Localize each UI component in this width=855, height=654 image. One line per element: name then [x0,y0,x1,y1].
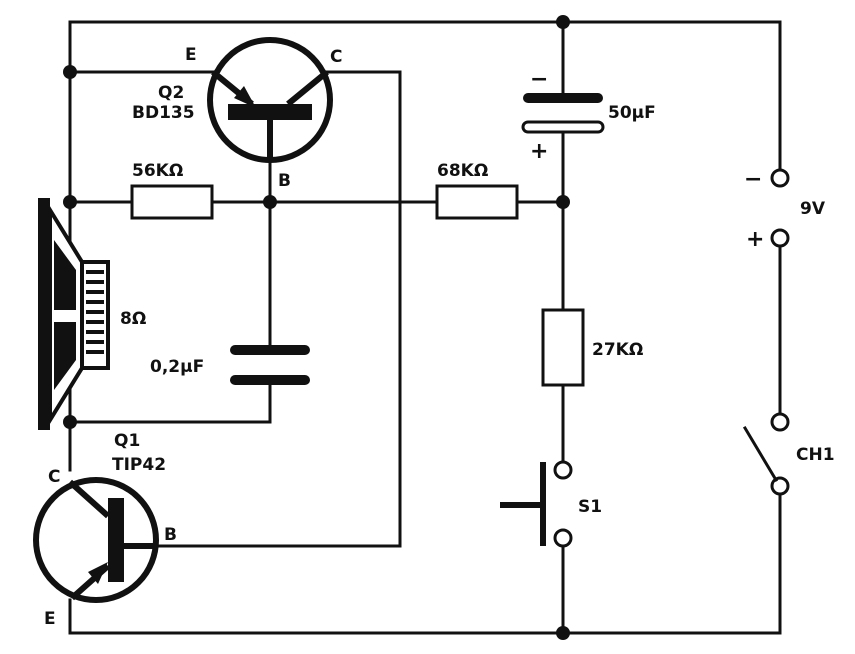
battery-voltage-label: 9V [800,199,826,219]
pushbutton-s1-terminal-top [553,460,573,480]
resistor-68k-label: 68KΩ [437,161,488,181]
transistor-q2-arrow [234,86,256,108]
q1-part-label: TIP42 [112,455,166,475]
resistor-56k-label: 56KΩ [132,161,183,181]
q1-collector-label: C [48,467,60,487]
switch-ch1-terminal-top [770,412,790,432]
junction-dot [63,65,77,79]
capacitor-50uf-plate-positive [521,120,605,134]
q1-base-label: B [164,525,177,545]
capacitor-50uf-plus-sign: + [530,139,548,164]
transistor-q2: E C B Q2 BD135 [132,37,342,191]
transistor-q1-base-bar [108,498,124,582]
transistor-q1: C E B Q1 TIP42 [33,431,177,629]
switch-ch1: CH1 [742,412,835,496]
transistor-q1-collector-lead [67,479,111,519]
wires [68,20,782,635]
switch-ch1-label: CH1 [796,445,835,465]
junction-dot [63,415,77,429]
transistor-q2-base-bar [228,104,312,120]
capacitor-0-2uf-plate-top [230,345,310,355]
resistor-68k-body [435,184,519,220]
capacitor-0-2uf: 0,2μF [150,345,310,385]
q2-base-label: B [278,171,291,191]
pushbutton-s1-label: S1 [578,497,602,517]
resistor-27k-label: 27KΩ [592,340,643,360]
q1-emitter-label: E [44,609,56,629]
junctions [63,15,570,640]
switch-ch1-terminal-bottom [770,476,790,496]
junction-dot [263,195,277,209]
q2-part-label: BD135 [132,103,195,123]
resistor-56k-body [130,184,214,220]
q2-name-label: Q2 [158,83,184,103]
capacitor-50uf-label: 50μF [608,103,656,123]
q2-emitter-label: E [185,45,197,65]
junction-dot [556,15,570,29]
battery-plus-terminal [770,228,790,248]
speaker-cone-shade-upper [54,240,76,310]
speaker-front-plate [38,198,50,430]
speaker: 8Ω [38,198,146,430]
capacitor-0-2uf-plate-bottom [230,375,310,385]
junction-dot [556,195,570,209]
switch-ch1-lever [742,425,779,483]
junction-dot [63,195,77,209]
pushbutton-s1: S1 [500,460,602,548]
resistor-27k: 27KΩ [541,308,643,387]
speaker-magnet-ribs [86,270,104,354]
battery-minus-sign: − [744,167,762,192]
capacitor-50uf-plate-negative [523,93,603,103]
junction-dot [556,626,570,640]
speaker-impedance-label: 8Ω [120,309,146,329]
battery-9v: − + 9V [744,167,826,252]
q2-collector-label: C [330,47,342,67]
resistor-27k-body [541,308,585,387]
resistor-56k: 56KΩ [130,161,214,220]
capacitor-0-2uf-label: 0,2μF [150,357,204,377]
transistor-q2-collector-lead [286,69,329,107]
capacitor-50uf: − + 50μF [521,67,656,164]
pushbutton-s1-terminal-bottom [553,528,573,548]
resistor-68k: 68KΩ [435,161,519,220]
capacitor-50uf-minus-sign: − [530,67,548,92]
transistor-q1-arrow [88,562,108,584]
transistor-q1-body [33,477,159,603]
battery-plus-sign: + [746,227,764,252]
wire-cap02-bottom [68,380,272,424]
wire-q2-collector [153,70,402,548]
speaker-cone-shade-lower [54,322,76,390]
q1-name-label: Q1 [114,431,140,451]
battery-minus-terminal [770,168,790,188]
